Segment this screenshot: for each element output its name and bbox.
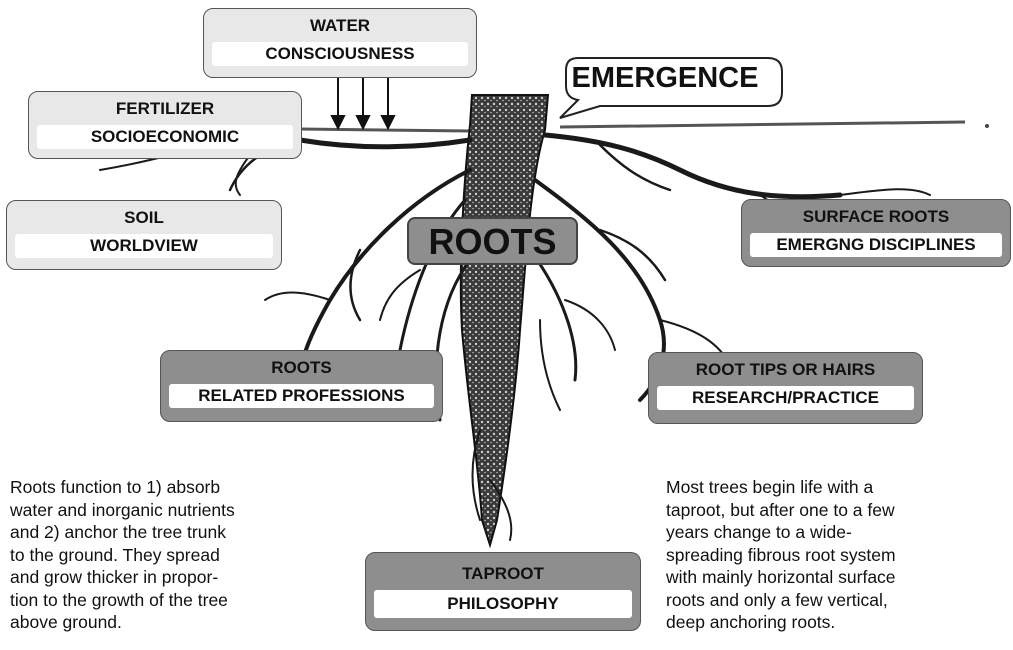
- down-arrow-icon: [382, 78, 394, 128]
- down-arrow-icon: [357, 78, 369, 128]
- ground-dot: [985, 124, 989, 128]
- soil-subtitle: WORLDVIEW: [15, 234, 273, 258]
- fertilizer-box: FERTILIZER SOCIOECONOMIC: [28, 91, 302, 159]
- soil-title: SOIL: [7, 208, 281, 228]
- taproot-subtitle: PHILOSOPHY: [374, 590, 632, 618]
- roots-box: ROOTS RELATED PROFESSIONS: [160, 350, 443, 422]
- right-paragraph: Most trees begin life with a taproot, bu…: [666, 476, 1006, 634]
- surface-roots-box: SURFACE ROOTS EMERGNG DISCIPLINES: [741, 199, 1011, 267]
- root-tips-subtitle: RESEARCH/PRACTICE: [657, 386, 914, 410]
- root-tips-title: ROOT TIPS OR HAIRS: [649, 360, 922, 380]
- water-arrows: [332, 78, 394, 128]
- surface-roots-title: SURFACE ROOTS: [742, 207, 1010, 227]
- left-paragraph: Roots function to 1) absorb water and in…: [10, 476, 330, 634]
- water-title: WATER: [204, 16, 476, 36]
- taproot-title: TAPROOT: [366, 564, 640, 584]
- water-box: WATER CONSCIOUSNESS: [203, 8, 477, 78]
- roots-subtitle: RELATED PROFESSIONS: [169, 384, 434, 408]
- water-subtitle: CONSCIOUSNESS: [212, 42, 468, 66]
- down-arrow-icon: [332, 78, 344, 128]
- fertilizer-title: FERTILIZER: [29, 99, 301, 119]
- fertilizer-subtitle: SOCIOECONOMIC: [37, 125, 293, 149]
- soil-box: SOIL WORLDVIEW: [6, 200, 282, 270]
- taproot-shape: [461, 95, 548, 545]
- roots-title: ROOTS: [161, 358, 442, 378]
- root-tips-box: ROOT TIPS OR HAIRS RESEARCH/PRACTICE: [648, 352, 923, 424]
- surface-roots-subtitle: EMERGNG DISCIPLINES: [750, 233, 1002, 257]
- emergence-callout-text: EMERGENCE: [550, 58, 780, 98]
- center-roots-label: ROOTS: [407, 217, 578, 265]
- ground-line: [300, 122, 965, 131]
- taproot-box: TAPROOT PHILOSOPHY: [365, 552, 641, 631]
